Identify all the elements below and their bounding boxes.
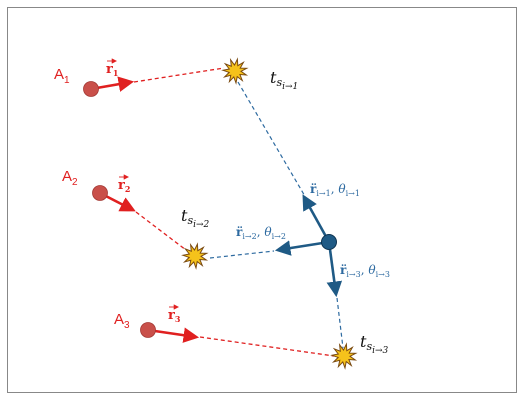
event3-time-label: tsi→3 xyxy=(360,332,389,356)
acceleration-label-3: r̈i→3, θi→3 xyxy=(340,263,390,279)
agent3-velocity-label: r3 xyxy=(168,304,181,324)
acceleration-arrow-3 xyxy=(326,241,343,298)
agent1-dot xyxy=(83,81,99,97)
agent2-dot xyxy=(92,185,108,201)
agent2-velocity-label: r2 xyxy=(118,174,130,194)
event1-burst-icon xyxy=(221,57,249,85)
event2-time-label: tsi→2 xyxy=(181,206,210,230)
event1-center-dashed-line xyxy=(237,81,307,199)
svg-text:r1: r1 xyxy=(106,62,118,78)
agent3-velocity-arrow xyxy=(147,327,200,343)
acceleration-arrow-1 xyxy=(302,194,331,243)
acceleration-label-1: r̈i→1, θi→1 xyxy=(310,182,360,198)
event3-burst-icon xyxy=(330,342,358,370)
agent2-label: A2 xyxy=(62,168,78,188)
acceleration-label-2: r̈i→2, θi→2 xyxy=(236,225,286,241)
agent1-label: A1 xyxy=(54,66,70,86)
agent3-dot xyxy=(140,322,156,338)
acceleration-arrow-2 xyxy=(274,240,330,256)
agent3-label: A3 xyxy=(114,311,130,331)
event2-burst-icon xyxy=(181,242,209,270)
agent2-event2-dashed-line xyxy=(135,211,187,251)
agent1-velocity-label: r1 xyxy=(106,58,118,78)
event2-center-dashed-line xyxy=(209,250,275,259)
agent1-event1-dashed-line xyxy=(133,67,225,83)
event3-center-dashed-line xyxy=(336,297,344,349)
svg-text:r3: r3 xyxy=(168,308,181,324)
event1-time-label: tsi→1 xyxy=(270,68,298,92)
agent3-event3-dashed-line xyxy=(199,336,335,357)
svg-text:r2: r2 xyxy=(118,178,130,194)
center-node xyxy=(321,234,337,250)
diagram-frame xyxy=(7,7,517,393)
